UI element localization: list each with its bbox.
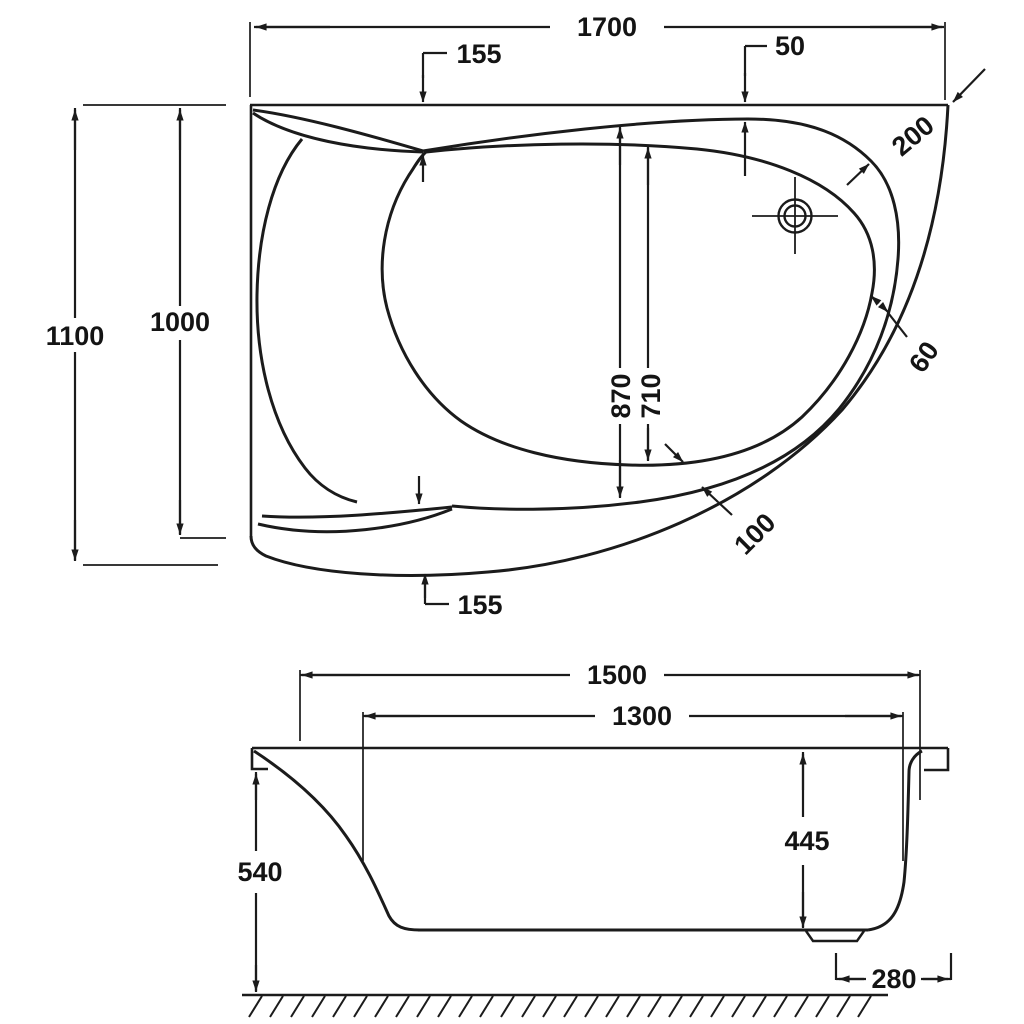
dim-445: 445 [784, 752, 830, 928]
left-rim-curve [255, 138, 358, 504]
dim-200: 200 [846, 68, 986, 186]
dim-710: 710 [636, 146, 666, 461]
dim-1000: 1000 [150, 108, 226, 539]
bottom-ledge-lower-curve [257, 507, 453, 534]
dim-540: 540 [237, 772, 283, 992]
dim-label-155-bottom: 155 [457, 590, 502, 620]
dim-label-445: 445 [784, 826, 829, 856]
side-left-profile [253, 749, 421, 932]
dim-label-710: 710 [636, 373, 666, 418]
side-foot [805, 930, 865, 943]
dim-label-280: 280 [871, 964, 916, 994]
dim-1100: 1100 [46, 104, 226, 566]
dim-label-1500: 1500 [587, 660, 647, 690]
dim-1500: 1500 [299, 660, 921, 800]
drain-icon [752, 177, 838, 254]
dim-1700: 1700 [249, 12, 946, 100]
dim-155-top: 155 [419, 39, 502, 182]
top-ledge-upper-curve [252, 108, 424, 153]
side-right-lip [924, 748, 950, 772]
ground-hatching [248, 995, 872, 1018]
bottom-ledge-upper-curve [261, 505, 453, 519]
inner-rim-curve [422, 117, 901, 511]
top-ledge-lower-curve [252, 111, 424, 154]
dim-label-540: 540 [237, 857, 282, 887]
dim-label-1300: 1300 [612, 701, 672, 731]
dim-870: 870 [606, 126, 636, 498]
side-left-lip [250, 748, 268, 771]
dim-1300: 1300 [362, 701, 904, 861]
side-view: 1500 1300 445 540 [237, 660, 953, 1018]
dim-label-155-top: 155 [456, 39, 501, 69]
dim-155-bottom: 155 [415, 476, 503, 620]
dim-label-60: 60 [903, 336, 945, 378]
plan-view: 1700 1100 1000 155 [46, 12, 986, 620]
dim-label-1700: 1700 [577, 12, 637, 42]
tub-outer-front-curve [249, 104, 950, 577]
side-right-profile [867, 749, 923, 932]
dim-label-870: 870 [606, 373, 636, 418]
dim-label-1000: 1000 [150, 307, 210, 337]
dim-label-1100: 1100 [46, 321, 105, 351]
basin-curve [380, 142, 876, 467]
dim-label-50: 50 [775, 31, 805, 61]
dim-50: 50 [741, 31, 805, 176]
ground-line [242, 993, 888, 1018]
dim-label-200: 200 [886, 110, 940, 162]
dim-280: 280 [834, 953, 953, 994]
dim-label-100: 100 [728, 507, 781, 560]
